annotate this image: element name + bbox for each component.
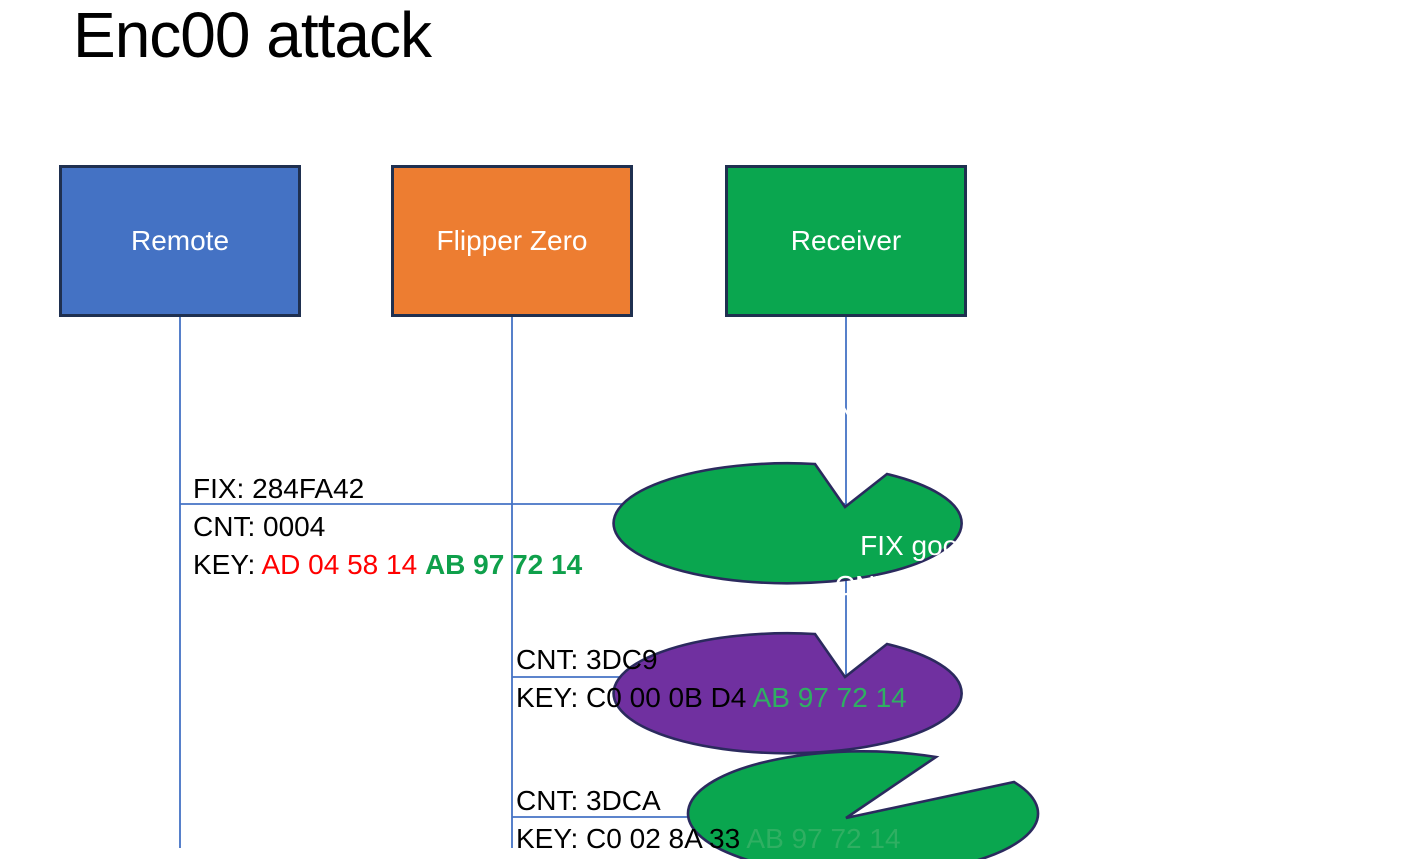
- callout-2-text: FIX good CNT 3DC9 is future code: [757, 526, 1077, 646]
- message-1-key-green-part: AB 97 72 14: [424, 549, 583, 580]
- message-3-key-green-part: AB 97 72 14: [746, 823, 901, 854]
- actor-label-remote: Remote: [130, 225, 230, 256]
- page-title: Enc00 attack: [73, 0, 432, 71]
- actor-label-flipper-zero: Flipper Zero: [436, 225, 588, 256]
- callout-2-line-1: FIX good: [860, 530, 974, 561]
- message-2-key-label: KEY: C0 00 0B D4 AB 97 72 14: [516, 681, 907, 715]
- message-3-key-prefix: KEY:: [516, 823, 587, 854]
- actor-box-receiver: Receiver: [725, 165, 967, 317]
- message-3-key-label: KEY: C0 02 8A 33 AB 97 72 14: [516, 822, 901, 856]
- callout-1-line-2: CNT 0001 good: [818, 400, 1016, 431]
- message-2-key-black-part: C0 00 0B D4: [586, 682, 753, 713]
- message-arrowhead-1-icon: [833, 498, 848, 511]
- callout-2-line-3: future code: [846, 610, 988, 641]
- actor-box-remote: Remote: [59, 165, 301, 317]
- message-1-fix-label: FIX: 284FA42: [193, 473, 365, 504]
- callout-3-line-1: FIX good: [1031, 670, 1145, 701]
- callout-1-line-3: “Opened”: [857, 440, 977, 471]
- actor-label-receiver: Receiver: [790, 225, 902, 256]
- message-1-key-red-part: AD 04 58 14: [261, 549, 425, 580]
- callout-1-line-1: FIX good: [860, 360, 974, 391]
- message-3-cnt-label: CNT: 3DCA: [516, 785, 661, 816]
- callout-3-line-3: “Opened”: [1028, 750, 1148, 781]
- callout-2-line-2: CNT 3DC9 is: [834, 570, 1000, 601]
- actor-box-flipper-zero: Flipper Zero: [391, 165, 633, 317]
- callout-3-text: FIX good CNT is 3DCA “Opened”: [928, 666, 1248, 786]
- message-2-cnt-label: CNT: 3DC9: [516, 644, 658, 675]
- message-1-key-label: KEY: AD 04 58 14 AB 97 72 14: [193, 548, 582, 582]
- callout-1-text: FIX good CNT 0001 good “Opened”: [757, 356, 1077, 476]
- message-2-key-green-part: AB 97 72 14: [752, 682, 907, 713]
- message-2-key-prefix: KEY:: [516, 682, 587, 713]
- message-1-cnt-label: CNT: 0004: [193, 511, 326, 542]
- message-1-key-prefix: KEY:: [193, 549, 262, 580]
- message-3-key-black-part: C0 02 8A 33: [586, 823, 747, 854]
- callout-3-line-2: CNT is 3DCA: [1004, 710, 1172, 741]
